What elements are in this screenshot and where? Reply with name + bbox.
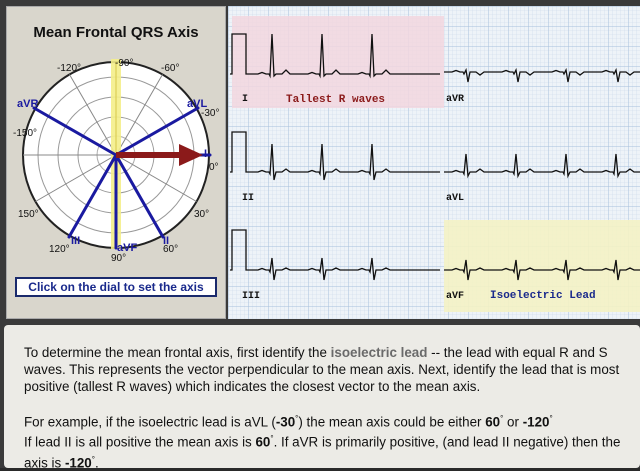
lead-label-i: I [204, 148, 207, 160]
trace-lead-avr [444, 67, 640, 83]
p2-value-1: -30 [275, 414, 296, 430]
lead-iii-vector [67, 153, 118, 239]
ecg-lead-labels: I aVR II aVL III aVF [242, 94, 464, 302]
tallest-r-waves-label: Tallest R waves [286, 94, 385, 106]
axis-panel: Mean Frontal QRS Axis [6, 6, 226, 319]
isoelectric-term: isoelectric lead [330, 345, 428, 360]
p1-text-b: -- the lead with equal R and S waves. Th… [24, 345, 620, 394]
trace-lead-iii [230, 229, 440, 281]
angle-label-minus-90: -90° [115, 58, 133, 69]
ecg-label-ii: II [242, 193, 254, 204]
trace-lead-avf [444, 259, 640, 281]
panel-title: Mean Frontal QRS Axis [33, 24, 199, 41]
ecg-label-avf: aVF [446, 291, 464, 302]
p1-text-a: To determine the mean frontal axis, firs… [24, 345, 331, 360]
angle-labels: -120° -90° -60° -30° 0° 30° 60° 90° 120°… [13, 58, 219, 264]
lead-label-avl: aVL [187, 98, 207, 110]
angle-label-0: 0° [209, 162, 219, 173]
p2-text-c: or [503, 414, 523, 430]
lead-avr-vector [32, 106, 118, 157]
p2-text-d: If lead II is all positive the mean axis… [24, 434, 256, 450]
isoelectric-lead-highlight [444, 220, 640, 312]
p2-text-a: For example, if the isoelectric lead is … [24, 414, 276, 430]
angle-label-minus-60: -60° [161, 63, 179, 74]
trace-lead-avl [444, 153, 640, 179]
isoelectric-lead-label: Isoelectric Lead [490, 290, 596, 302]
angle-label-minus-30: -30° [201, 108, 219, 119]
lead-ii-vector [114, 153, 165, 239]
angle-label-120: 120° [49, 244, 70, 255]
p2-text-f: . [94, 455, 99, 471]
ecg-label-iii: III [242, 291, 260, 302]
lead-label-ii: II [163, 235, 169, 247]
p2-value-2: 60 [485, 414, 501, 430]
lead-labels: aVR aVL I II III aVF [17, 98, 207, 254]
explanation-panel: To determine the mean frontal axis, firs… [4, 325, 640, 471]
angle-label-minus-120: -120° [57, 63, 81, 74]
axis-dial[interactable]: -120° -90° -60° -30° 0° 30° 60° 90° 120°… [7, 47, 225, 277]
ecg-label-avl: aVL [446, 193, 464, 204]
angle-label-minus-150: -150° [13, 128, 37, 139]
angle-label-150: 150° [18, 209, 39, 220]
tallest-highlight [232, 16, 444, 108]
ecg-label-avr: aVR [446, 94, 464, 105]
angle-label-90: 90° [111, 253, 126, 264]
lead-label-avr: aVR [17, 98, 38, 110]
set-axis-hint-button[interactable]: Click on the dial to set the axis [15, 277, 217, 297]
angle-label-60: 60° [163, 244, 178, 255]
p2-value-4: 60 [255, 434, 271, 450]
explanation-paragraph-1: To determine the mean frontal axis, firs… [24, 344, 628, 395]
p2-value-3: -120 [522, 414, 550, 430]
p2-value-5: -120 [64, 455, 92, 471]
lead-avl-vector [114, 106, 200, 157]
p2-text-e: . If aVR is primarily positive, (and lea… [24, 434, 621, 471]
ecg-label-i: I [242, 94, 248, 105]
lead-label-avf: aVF [117, 242, 137, 254]
ecg-traces [230, 33, 640, 281]
explanation-paragraph-2: For example, if the isoelectric lead is … [24, 414, 621, 471]
p2-text-b: ) the mean axis could be either [298, 414, 486, 430]
ecg-strips: I aVR II aVL III aVF Tallest R waves Iso… [228, 6, 640, 319]
trace-lead-ii [230, 131, 440, 181]
trace-lead-i [230, 33, 440, 79]
lead-label-iii: III [71, 235, 80, 247]
angle-label-30: 30° [194, 209, 209, 220]
ecg-panel: I aVR II aVL III aVF Tallest R waves Iso… [228, 6, 640, 319]
mean-axis-vector [116, 144, 203, 166]
